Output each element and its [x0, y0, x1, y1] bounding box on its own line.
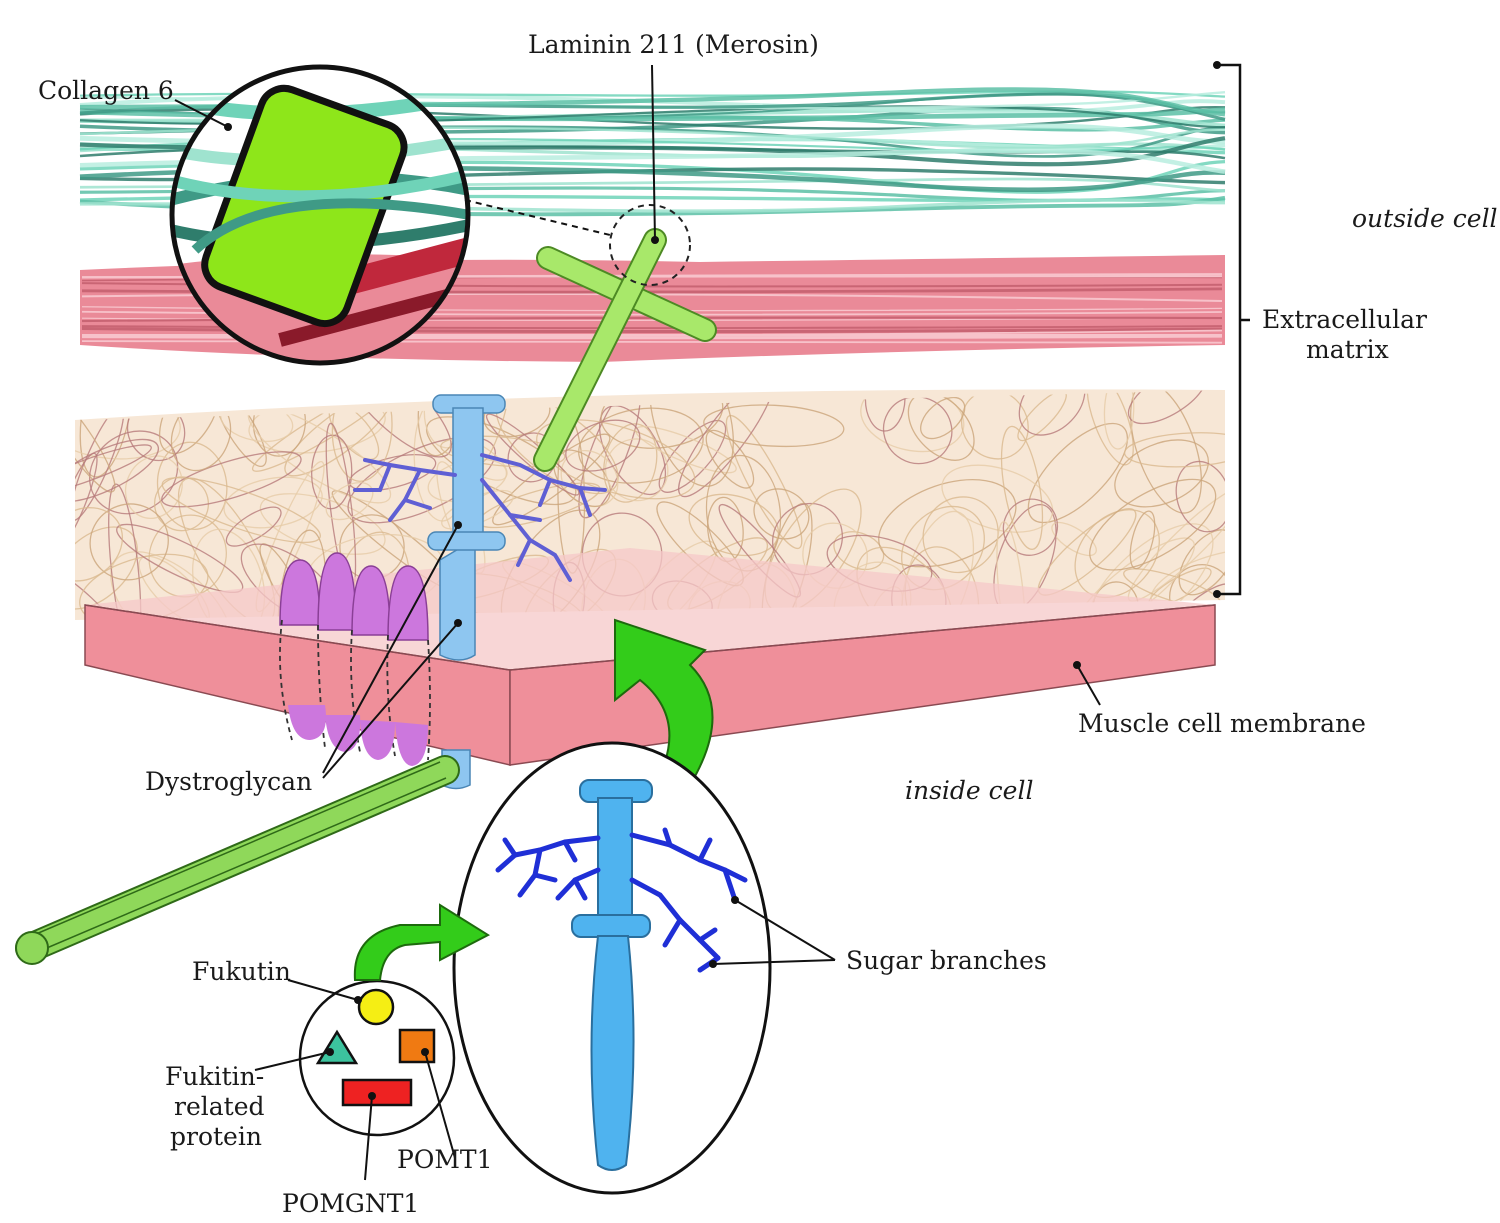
- label-fkrp-line3: protein: [170, 1122, 262, 1151]
- actin-filament: [15, 755, 460, 965]
- mesh-fiber: [634, 425, 737, 474]
- mesh-fiber: [860, 390, 965, 453]
- label-fkrp-line1: Fukitin-: [165, 1062, 264, 1091]
- mesh-fiber: [75, 526, 138, 610]
- label-muscle-cell-membrane: Muscle cell membrane: [1078, 709, 1366, 738]
- mesh-fiber: [161, 477, 321, 544]
- label-collagen-6: Collagen 6: [38, 76, 174, 105]
- mesh-fiber: [1002, 498, 1059, 556]
- mesh-fiber: [753, 488, 810, 540]
- mesh-fiber: [75, 438, 160, 503]
- mesh-fiber: [1018, 390, 1086, 436]
- zoom-inset-dystroglycan: [452, 741, 772, 1195]
- label-pomgnt1: POMGNT1: [282, 1189, 419, 1218]
- sarcoglycan-complex: [279, 552, 431, 766]
- mesh-fiber: [75, 507, 124, 582]
- mesh-fiber: [1074, 509, 1160, 599]
- mesh-fiber: [688, 493, 780, 557]
- mesh-fiber: [223, 476, 323, 529]
- mesh-fiber: [1123, 432, 1225, 468]
- mesh-fiber: [1114, 439, 1210, 508]
- mesh-fiber: [1086, 390, 1134, 466]
- label-extracellular-line2: matrix: [1306, 335, 1389, 364]
- mesh-fiber: [325, 481, 374, 521]
- mesh-fiber: [251, 390, 397, 472]
- arrow-to-dystroglycan: [353, 903, 491, 981]
- mesh-fiber: [649, 390, 734, 487]
- sugar-branches-membrane: [353, 453, 607, 582]
- mesh-fiber: [252, 390, 306, 457]
- mesh-fiber: [725, 414, 803, 550]
- mesh-fiber: [1051, 521, 1097, 557]
- mesh-fiber: [1000, 425, 1044, 550]
- mesh-fiber: [124, 455, 183, 519]
- mesh-fiber: [348, 454, 437, 492]
- label-laminin-211: Laminin 211 (Merosin): [528, 30, 819, 59]
- mesh-fiber: [214, 390, 267, 467]
- mesh-fiber: [440, 435, 566, 468]
- mesh-fiber: [225, 506, 282, 547]
- mesh-fiber: [604, 438, 669, 502]
- label-extracellular-line1: Extracellular: [1262, 305, 1427, 334]
- mesh-fiber: [565, 419, 641, 472]
- mesh-fiber: [75, 452, 98, 552]
- mesh-fiber: [75, 565, 128, 620]
- mesh-fiber: [331, 390, 393, 482]
- mesh-fiber: [1178, 529, 1225, 596]
- mesh-fiber: [1103, 390, 1135, 450]
- mesh-fiber: [703, 404, 845, 448]
- label-dystroglycan: Dystroglycan: [145, 767, 312, 796]
- mesh-fiber: [882, 396, 953, 465]
- mesh-fiber: [1089, 478, 1217, 571]
- mesh-fiber: [941, 464, 1054, 533]
- mesh-fiber: [347, 436, 496, 524]
- laminin-211: [533, 204, 717, 472]
- glycosylation-enzymes: [298, 979, 456, 1137]
- basement-streak: [81, 340, 1223, 344]
- label-sugar-branches: Sugar branches: [846, 946, 1047, 975]
- mesh-fiber: [1129, 510, 1156, 570]
- mesh-fiber: [1130, 390, 1202, 514]
- mesh-fiber: [148, 514, 227, 598]
- mesh-fiber: [192, 528, 266, 620]
- label-pomt1: POMT1: [397, 1145, 493, 1174]
- mesh-fiber: [75, 390, 181, 460]
- mesh-fiber: [75, 390, 116, 493]
- ecm-bracket: [1213, 61, 1250, 598]
- mesh-fiber: [600, 390, 724, 449]
- mesh-fiber: [161, 451, 302, 508]
- mesh-fiber: [1175, 460, 1225, 533]
- mesh-fiber: [177, 477, 276, 620]
- label-outside-cell: outside cell: [1352, 204, 1498, 233]
- mesh-fiber: [108, 483, 142, 620]
- arrow-to-membrane: [614, 618, 714, 786]
- mesh-fiber: [1027, 422, 1129, 524]
- mesh-fiber: [75, 444, 152, 496]
- mesh-fiber: [920, 396, 966, 440]
- mesh-fiber: [878, 478, 1017, 568]
- label-fukutin: Fukutin: [192, 957, 291, 986]
- mesh-fiber: [79, 553, 209, 620]
- label-fkrp-line2: related: [174, 1092, 265, 1121]
- mesh-fiber: [1127, 390, 1208, 425]
- label-inside-cell: inside cell: [905, 776, 1033, 805]
- leader-lines: [174, 64, 1101, 1181]
- mesh-fiber: [89, 503, 169, 581]
